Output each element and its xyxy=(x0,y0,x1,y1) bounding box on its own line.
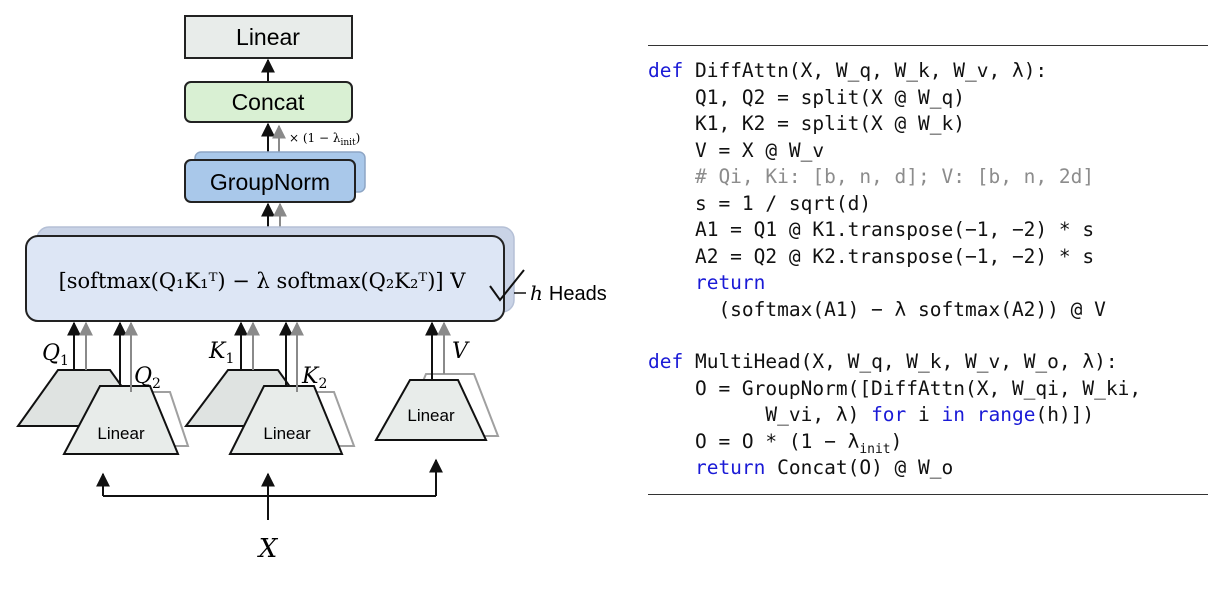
code-line-16: return Concat(O) @ W_o xyxy=(648,456,954,479)
v-label: V xyxy=(452,339,470,364)
heads-bracket xyxy=(489,269,525,302)
attention-formula: [softmax(Q₁K₁ᵀ) − λ softmax(Q₂K₂ᵀ)] V xyxy=(59,269,467,293)
code-line-12: def MultiHead(X, W_q, W_k, W_v, W_o, λ): xyxy=(648,350,1118,373)
code-line-2: Q1, Q2 = split(X @ W_q) xyxy=(648,85,965,109)
linear-top-box: Linear xyxy=(184,15,353,59)
attention-block: [softmax(Q₁K₁ᵀ) − λ softmax(Q₂K₂ᵀ)] V xyxy=(25,226,515,322)
diff-attention-diagram: Linear Concat × (1 − λinit) GroupNorm [s… xyxy=(16,15,607,564)
linear-q-label: Linear xyxy=(97,424,145,443)
groupnorm-box: GroupNorm xyxy=(184,151,366,203)
input-x-label: X xyxy=(257,534,279,564)
code-line-7: A1 = Q1 @ K1.transpose(−1, −2) * s xyxy=(648,218,1095,241)
code-line-15: O = O * (1 − λinit) xyxy=(648,429,903,457)
input-distribution xyxy=(96,458,443,520)
code-line-13: O = GroupNorm([DiffAttn(X, W_qi, W_ki, xyxy=(648,376,1142,400)
code-line-6: s = 1 / sqrt(d) xyxy=(648,191,872,215)
linear-k-label: Linear xyxy=(263,424,311,443)
code-line-14: W_vi, λ) for i in range(h)]) xyxy=(648,403,1095,426)
linear-v-group: Linear xyxy=(374,373,500,441)
code-line-8: A2 = Q2 @ K2.transpose(−1, −2) * s xyxy=(648,244,1095,268)
concat-label: Concat xyxy=(232,89,305,115)
pseudocode-panel: def DiffAttn(X, W_q, W_k, W_v, λ): Q1, Q… xyxy=(648,45,1208,495)
linear-q-group: Linear xyxy=(16,369,190,455)
code-comment: # Qi, Ki: [b, n, d]; V: [b, n, 2d] xyxy=(648,165,1095,188)
code-line-4: V = X @ W_v xyxy=(648,138,825,162)
groupnorm-label: GroupNorm xyxy=(210,169,330,195)
code-line-3: K1, K2 = split(X @ W_k) xyxy=(648,112,965,135)
k1-label: K1 xyxy=(208,339,234,367)
q1-label: Q1 xyxy=(42,341,69,369)
scale-factor-label: × (1 − λinit) xyxy=(289,131,360,148)
linear-top-label: Linear xyxy=(236,24,300,50)
linear-k-group: Linear xyxy=(184,369,356,455)
code-return-1: return xyxy=(648,271,766,294)
code-line-10: (softmax(A1) − λ softmax(A2)) @ V xyxy=(648,297,1106,321)
linear-v-label: Linear xyxy=(407,406,455,425)
q2-label: Q2 xyxy=(134,364,161,392)
k2-label: K2 xyxy=(301,364,327,392)
code-line-1: def DiffAttn(X, W_q, W_k, W_v, λ): xyxy=(648,59,1048,82)
concat-box: Concat xyxy=(184,81,353,123)
